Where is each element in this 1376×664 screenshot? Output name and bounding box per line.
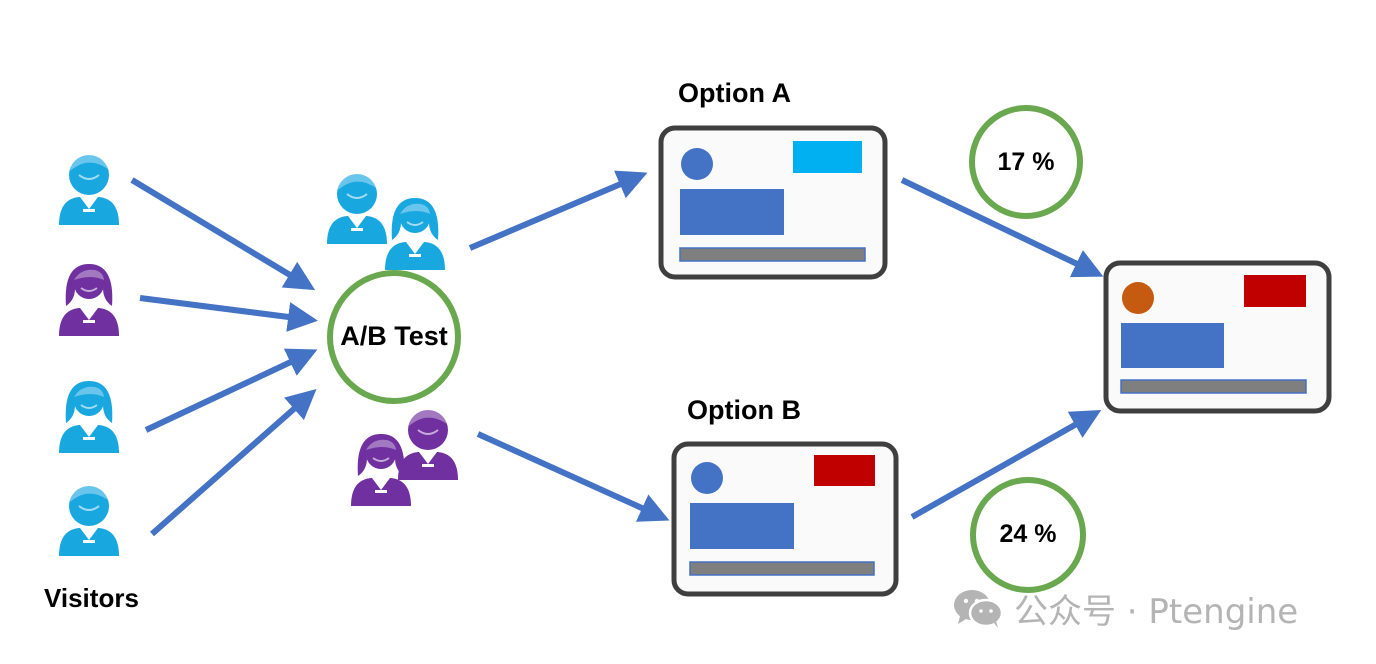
- winner-content-block: [1121, 323, 1224, 368]
- arrow-visitor-3: [144, 348, 318, 433]
- group-a-male-icon: [326, 165, 388, 245]
- winner-avatar-dot: [1122, 282, 1154, 314]
- option-b-card: [671, 441, 899, 597]
- visitor-male-2-icon: [58, 477, 120, 557]
- option-a-card: [658, 125, 888, 280]
- option-a-avatar-dot: [681, 148, 713, 180]
- option-a-rate: 17 %: [997, 148, 1055, 176]
- group-b-male-icon: [397, 401, 459, 481]
- option-b-banner: [814, 455, 875, 486]
- arrow-option-b-to-winner: [910, 410, 1102, 520]
- ab-test-circle: [327, 270, 461, 404]
- option-a-banner: [793, 141, 862, 173]
- group-a-female-icon: [384, 197, 446, 271]
- visitor-male-1-icon: [58, 146, 120, 226]
- option-b-content-block: [690, 503, 794, 549]
- option-b-rate: 24 %: [999, 520, 1057, 548]
- wechat-icon: [954, 590, 1004, 628]
- option-b-rate-circle: [970, 477, 1086, 593]
- arrow-option-a-to-winner: [900, 177, 1104, 278]
- watermark: 公众号 · Ptengine: [952, 586, 1299, 632]
- winner-banner: [1244, 275, 1306, 307]
- arrow-visitor-2: [139, 295, 318, 332]
- option-a-rate-circle: [969, 105, 1083, 219]
- option-a-content-block: [680, 189, 784, 235]
- group-b-female-icon: [350, 433, 412, 507]
- visitor-female-1-icon: [58, 263, 120, 337]
- winner-footer-bar: [1120, 379, 1307, 394]
- option-a-footer-bar: [679, 247, 866, 262]
- visitors-label: Visitors: [44, 583, 139, 613]
- watermark-text: 公众号 · Ptengine: [1014, 591, 1299, 632]
- arrow-visitor-4: [150, 389, 317, 537]
- winner-card: [1103, 260, 1332, 414]
- ab-test-label: A/B Test: [340, 321, 448, 351]
- option-b-footer-bar: [689, 561, 875, 576]
- option-b-avatar-dot: [691, 462, 723, 494]
- option-a-label: Option A: [678, 78, 791, 108]
- arrow-to-option-a: [468, 170, 648, 251]
- arrow-visitor-1: [130, 177, 316, 291]
- option-b-label: Option B: [687, 395, 801, 425]
- arrow-to-option-b: [476, 431, 670, 522]
- visitor-female-2-icon: [58, 380, 120, 454]
